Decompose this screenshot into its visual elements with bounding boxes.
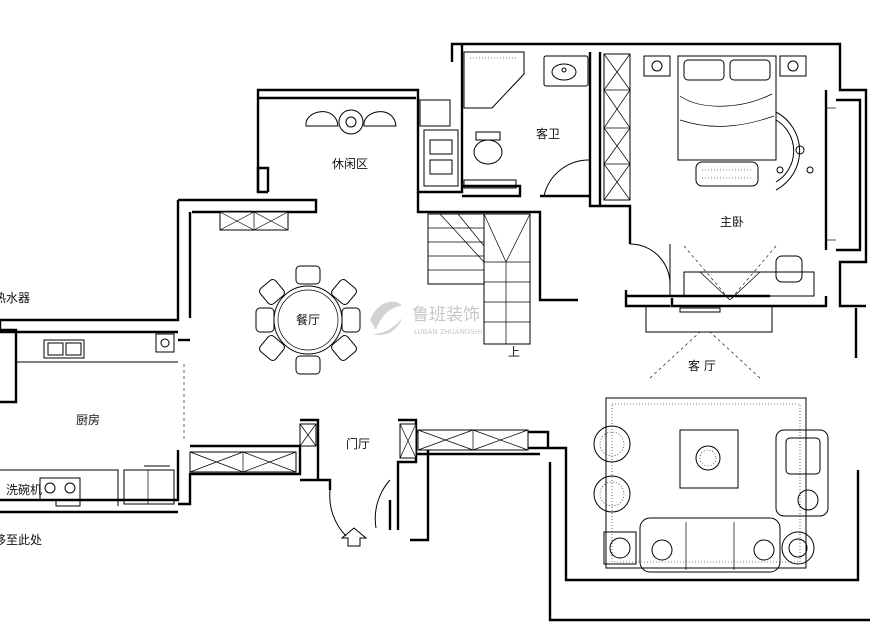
label-moved-here: 移至此处 (0, 533, 42, 547)
entrance (329, 479, 391, 547)
label-foyer: 门厅 (346, 436, 370, 451)
label-water-heater: 热水器 (0, 291, 30, 305)
wardrobe (603, 53, 631, 201)
cabinets (189, 211, 529, 473)
brand-logo-icon (370, 301, 402, 330)
label-kitchen: 厨房 (76, 412, 100, 427)
label-guest-bath: 客卫 (536, 126, 560, 141)
dining-furniture (255, 265, 361, 375)
guest-bath-fixtures (463, 51, 591, 197)
label-dishwasher: 洗碗机 (6, 482, 42, 497)
label-dining-room: 餐厅 (296, 312, 320, 327)
watermark-brand-en: LUBAN ZHUANGSHI (414, 328, 482, 336)
label-master-bedroom: 主卧 (720, 215, 744, 229)
label-living-room: 客 厅 (688, 358, 716, 373)
room-labels: 休闲区 客卫 主卧 餐厅 厨房 门厅 客 厅 上 热水器 洗碗机 移至此处 (0, 126, 744, 547)
label-leisure-area: 休闲区 (332, 157, 368, 171)
kitchen-fixtures (0, 332, 185, 507)
watermark-brand-cn: 鲁班装饰 (412, 305, 480, 325)
living-room-furniture (593, 305, 829, 573)
staircase (427, 213, 531, 345)
leisure-furniture (305, 99, 459, 187)
master-bedroom-furniture (629, 55, 836, 301)
watermark: 鲁班装饰 LUBAN ZHUANGSHI (370, 301, 482, 336)
label-stairs-up: 上 (508, 345, 520, 359)
